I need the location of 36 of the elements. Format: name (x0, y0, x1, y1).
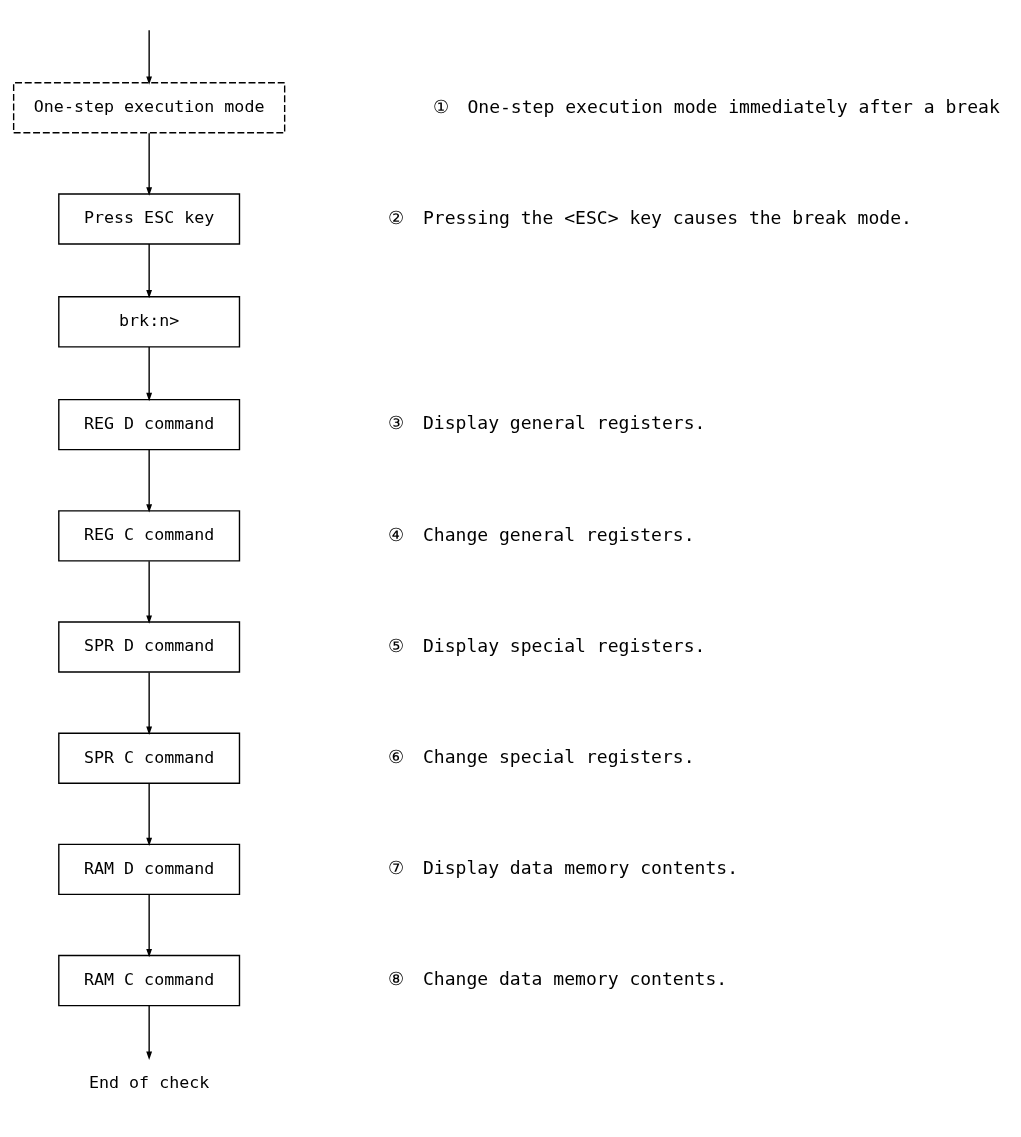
arrow (146, 132, 153, 196)
node-label: Change special registers. (422, 745, 695, 767)
node-label: ④ (388, 523, 405, 545)
arrow (146, 243, 153, 299)
node-box: REG D command (58, 398, 241, 451)
node-text: End of check (88, 1072, 210, 1092)
node-label: ⑤ (388, 634, 405, 656)
arrow (146, 894, 153, 958)
node-label: ⑥ (388, 745, 405, 767)
node-label: One-step execution mode immediately after a break (467, 95, 1000, 117)
arrow (146, 449, 153, 513)
node-box: brk:n> (58, 296, 241, 348)
node-label: Display general registers. (422, 412, 706, 434)
node-label: Change general registers. (422, 523, 695, 545)
arrow (146, 782, 153, 847)
arrow (146, 671, 153, 735)
node-label: Display special registers. (422, 634, 706, 656)
node-label: ① (432, 95, 449, 117)
node-box: RAM C command (58, 954, 241, 1007)
node-box: RAM D command (58, 843, 241, 896)
node-label: Pressing the <ESC> key causes the break mode. (422, 206, 912, 228)
node-label: Display data memory contents. (422, 857, 739, 879)
node-box: Press ESC key (58, 193, 241, 245)
node-box: REG C command (58, 510, 241, 562)
arrow (146, 1005, 153, 1060)
arrow (146, 29, 153, 85)
node-box: One-step execution mode (12, 82, 286, 134)
node-box: SPR C command (58, 732, 241, 784)
arrow (146, 346, 153, 402)
node-label: ⑦ (388, 857, 405, 879)
node-label: ③ (388, 412, 405, 434)
arrow (146, 560, 153, 624)
node-label: Change data memory contents. (422, 968, 728, 990)
node-box: SPR D command (58, 621, 241, 673)
node-label: ⑧ (388, 968, 405, 990)
node-label: ② (388, 206, 405, 228)
